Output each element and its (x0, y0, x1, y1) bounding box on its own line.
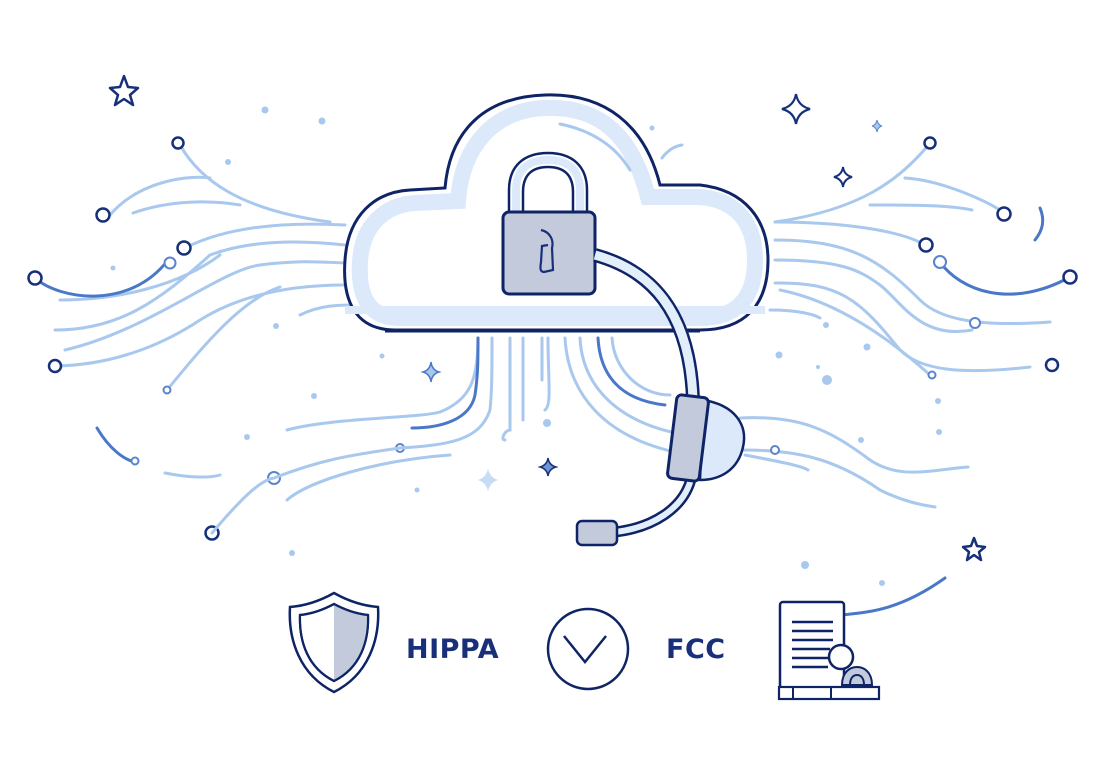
star-icon (108, 74, 140, 107)
left-network-nodes (27, 136, 405, 541)
padlock-icon (501, 151, 597, 296)
star-icon (961, 536, 987, 562)
headset-icon (575, 248, 746, 547)
sparkle-icon (833, 166, 853, 188)
hippa-label: HIPPA (406, 634, 500, 665)
checkmark-circle-icon (546, 607, 630, 691)
sparkle-stars (108, 74, 987, 562)
left-network-lines (33, 143, 354, 479)
document-certificate-icon (777, 600, 881, 701)
shield-icon (288, 591, 380, 694)
sparkle-icon (781, 93, 811, 125)
scattered-dots (110, 106, 942, 586)
fcc-label: FCC (666, 634, 726, 665)
right-network-lines (738, 141, 1072, 617)
bottom-flow-lines (210, 336, 692, 535)
right-network-nodes (770, 136, 1078, 455)
